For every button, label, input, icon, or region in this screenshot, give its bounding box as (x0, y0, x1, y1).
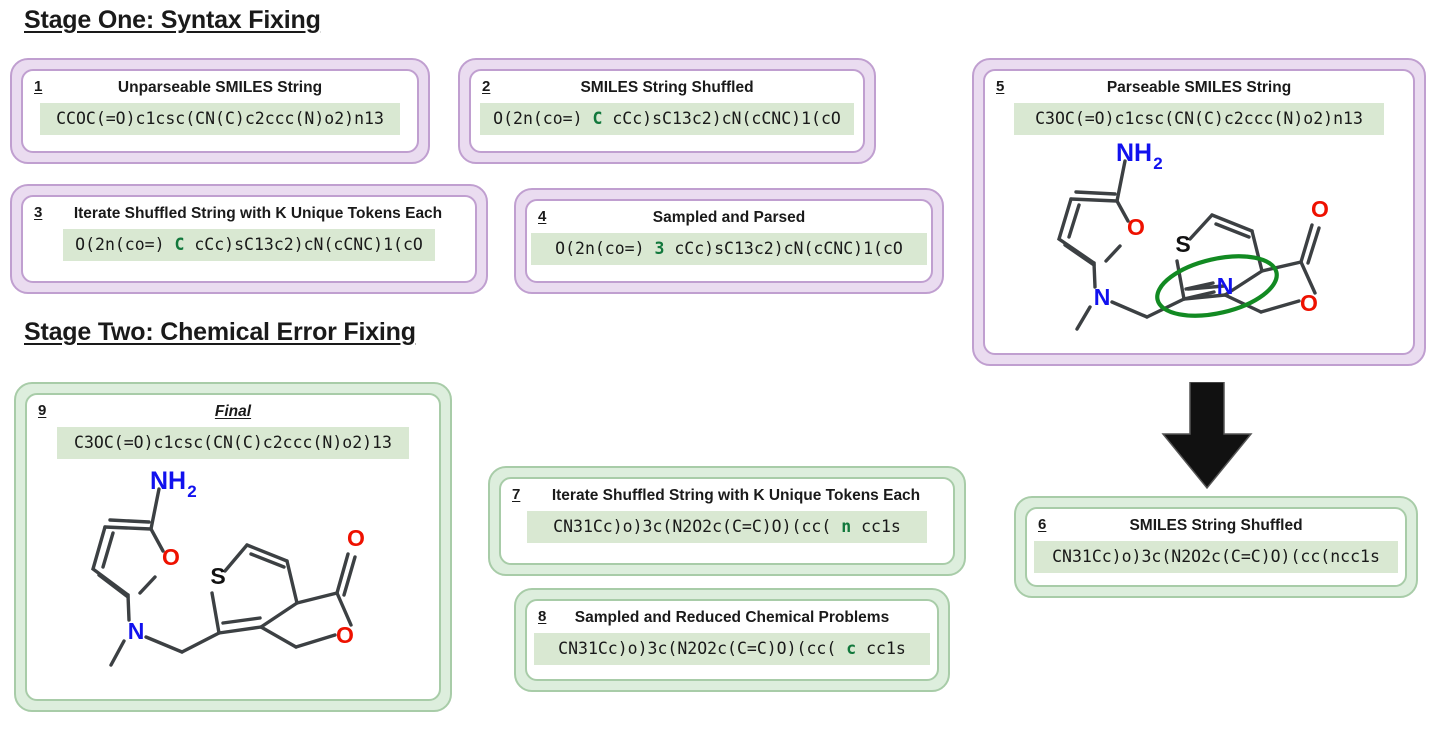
box-6-inner: 6 SMILES String Shuffled CN31Cc)o)3c(N2O… (1025, 507, 1407, 587)
stage-two-heading: Stage Two: Chemical Error Fixing (24, 318, 416, 346)
box-6-title: SMILES String Shuffled (1129, 517, 1303, 534)
box-9-number: 9 (38, 402, 47, 419)
amine-label-nh: NH (150, 467, 186, 495)
box-3-smiles-post: cCc)sC13c2)cN(cCNC)1(cO (184, 235, 423, 255)
box-8-smiles-pre: CN31Cc)o)3c(N2O2c(C=C)O)(cc( (558, 639, 847, 659)
box-8-title: Sampled and Reduced Chemical Problems (574, 609, 890, 626)
box-2-smiles-shuffled: 2 SMILES String Shuffled O(2n(co=) C cCc… (458, 58, 876, 164)
box-4-inner: 4 Sampled and Parsed O(2n(co=) 3 cCc)sC1… (525, 199, 933, 283)
box-8-number: 8 (538, 608, 547, 625)
lactone-oxygen-label: O (1300, 290, 1318, 316)
furan-oxygen-label: O (1127, 214, 1145, 240)
furan-oxygen-label: O (162, 544, 180, 570)
tertiary-amine-label: N (128, 618, 145, 644)
carbonyl-oxygen-label: O (1311, 196, 1329, 222)
box-4-smiles-post: cCc)sC13c2)cN(cCNC)1(cO (664, 239, 903, 259)
box-5-number: 5 (996, 78, 1005, 95)
box-7-iterate-shuffled: 7 Iterate Shuffled String with K Unique … (488, 466, 966, 576)
box-3-iterate-shuffled: 3 Iterate Shuffled String with K Unique … (10, 184, 488, 294)
box-3-inner: 3 Iterate Shuffled String with K Unique … (21, 195, 477, 283)
box-3-title: Iterate Shuffled String with K Unique To… (73, 205, 443, 222)
box-4-smiles-pre: O(2n(co=) (555, 239, 655, 259)
box-6-smiles: CN31Cc)o)3c(N2O2c(C=C)O)(cc(ncc1s (1034, 541, 1398, 574)
box-9-molecule-diagram: NH 2 O N S O O (91, 467, 365, 667)
box-1-title: Unparseable SMILES String (117, 79, 323, 96)
stage-one-heading: Stage One: Syntax Fixing (24, 6, 321, 34)
box-7-inner: 7 Iterate Shuffled String with K Unique … (499, 477, 955, 565)
box-1-inner: 1 Unparseable SMILES String CCOC(=O)c1cs… (21, 69, 419, 153)
stage-transition-arrow (1161, 382, 1253, 490)
box-2-smiles-pre: O(2n(co=) (493, 109, 593, 129)
box-1-smiles: CCOC(=O)c1csc(CN(C)c2ccc(N)o2)n13 (40, 103, 400, 136)
box-2-smiles-post: cCc)sC13c2)cN(cCNC)1(cO (602, 109, 841, 129)
lactone-oxygen-label: O (336, 622, 354, 648)
box-2-smiles-token: C (592, 109, 603, 129)
box-9-title: Final (214, 403, 252, 420)
box-5-inner: 5 Parseable SMILES String C3OC(=O)c1csc(… (983, 69, 1415, 355)
box-4-smiles-token: 3 (654, 239, 665, 259)
sulfur-label: S (210, 563, 225, 589)
tertiary-amine-label: N (1094, 284, 1111, 310)
carbonyl-oxygen-label: O (347, 525, 365, 551)
box-5-title: Parseable SMILES String (1106, 79, 1292, 96)
box-7-number: 7 (512, 486, 521, 503)
box-7-smiles-post: cc1s (851, 517, 901, 537)
sulfur-label: S (1175, 231, 1190, 257)
box-2-number: 2 (482, 78, 491, 95)
box-2-title: SMILES String Shuffled (580, 79, 754, 96)
box-7-smiles-pre: CN31Cc)o)3c(N2O2c(C=C)O)(cc( (553, 517, 842, 537)
box-5-molecule-diagram: NH 2 O N S N O O (1057, 139, 1329, 331)
box-3-smiles: O(2n(co=) C cCc)sC13c2)cN(cCNC)1(cO (63, 229, 435, 262)
box-7-smiles-token: n (841, 517, 852, 537)
box-9-inner: 9 Final C3OC(=O)c1csc(CN(C)c2ccc(N)o2)13 (25, 393, 441, 701)
box-4-sampled-and-parsed: 4 Sampled and Parsed O(2n(co=) 3 cCc)sC1… (514, 188, 944, 294)
amine-label-nh: NH (1116, 139, 1152, 167)
box-3-number: 3 (34, 204, 43, 221)
box-3-smiles-token: C (174, 235, 185, 255)
box-1-unparseable-smiles: 1 Unparseable SMILES String CCOC(=O)c1cs… (10, 58, 430, 164)
amine-label-subscript: 2 (187, 482, 196, 501)
highlighted-nitrogen-circle (1155, 254, 1279, 318)
box-7-smiles: CN31Cc)o)3c(N2O2c(C=C)O)(cc( n cc1s (527, 511, 927, 544)
box-7-title: Iterate Shuffled String with K Unique To… (551, 487, 921, 504)
box-9-final: 9 Final C3OC(=O)c1csc(CN(C)c2ccc(N)o2)13 (14, 382, 452, 712)
box-1-number: 1 (34, 78, 43, 95)
box-4-title: Sampled and Parsed (652, 209, 806, 226)
box-5-smiles: C3OC(=O)c1csc(CN(C)c2ccc(N)o2)n13 (1014, 103, 1384, 136)
box-2-smiles: O(2n(co=) C cCc)sC13c2)cN(cCNC)1(cO (480, 103, 854, 136)
box-6-number: 6 (1038, 516, 1047, 533)
box-2-inner: 2 SMILES String Shuffled O(2n(co=) C cCc… (469, 69, 865, 153)
amine-label-subscript: 2 (1153, 154, 1162, 173)
ring-nitrogen-label: N (1217, 273, 1234, 299)
box-6-smiles-shuffled: 6 SMILES String Shuffled CN31Cc)o)3c(N2O… (1014, 496, 1418, 598)
box-5-parseable-smiles: 5 Parseable SMILES String C3OC(=O)c1csc(… (972, 58, 1426, 366)
box-9-smiles: C3OC(=O)c1csc(CN(C)c2ccc(N)o2)13 (57, 427, 409, 460)
box-4-number: 4 (538, 208, 547, 225)
box-3-smiles-pre: O(2n(co=) (75, 235, 175, 255)
box-8-sampled-reduced: 8 Sampled and Reduced Chemical Problems … (514, 588, 950, 692)
box-4-smiles: O(2n(co=) 3 cCc)sC13c2)cN(cCNC)1(cO (531, 233, 927, 266)
box-8-smiles: CN31Cc)o)3c(N2O2c(C=C)O)(cc( c cc1s (534, 633, 930, 666)
box-8-inner: 8 Sampled and Reduced Chemical Problems … (525, 599, 939, 681)
box-8-smiles-token: c (846, 639, 857, 659)
box-8-smiles-post: cc1s (856, 639, 906, 659)
